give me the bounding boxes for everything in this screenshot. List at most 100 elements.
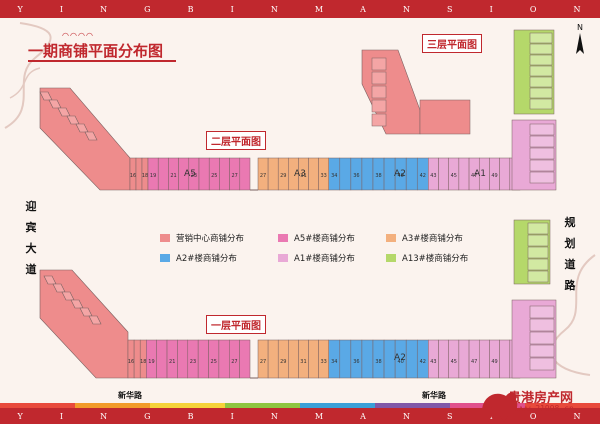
road-char: 迎 <box>25 200 37 213</box>
building-label-a3: A3 <box>294 169 306 179</box>
shop-unit <box>371 85 387 99</box>
shop-number: 27 <box>232 173 238 179</box>
shop-unit <box>529 159 555 172</box>
banner-letter: M <box>314 4 326 14</box>
shop-unit <box>529 357 555 371</box>
shop-unit <box>405 157 418 191</box>
shop-number: 45 <box>451 173 457 179</box>
building-label-a1: A1 <box>474 169 486 179</box>
shop-unit <box>288 339 299 379</box>
sales-center-wing-1f <box>39 269 129 379</box>
shop-unit <box>478 339 490 379</box>
logo-url: www.21998.cn <box>516 404 574 413</box>
building-label-a2: A2 <box>394 169 406 179</box>
legend-label: A5#楼商铺分布 <box>294 234 355 244</box>
banner-letter: Y <box>17 411 25 421</box>
shop-unit <box>157 157 169 191</box>
shop-unit <box>529 305 555 319</box>
shop-number: 42 <box>420 173 426 179</box>
shop-number: 23 <box>191 173 197 179</box>
shop-number: 29 <box>280 173 286 179</box>
shop-number: 40 <box>397 359 403 365</box>
shop-unit <box>197 339 209 379</box>
legend-item: 营销中心商铺分布 <box>160 232 244 244</box>
elephant-logo-icon <box>482 392 518 422</box>
shop-number: 47 <box>471 359 477 365</box>
shop-number: 42 <box>420 359 426 365</box>
shop-unit <box>499 157 511 191</box>
shop-unit <box>458 339 470 379</box>
shop-number: 27 <box>231 359 237 365</box>
legend-label: A2#楼商铺分布 <box>176 254 237 264</box>
shop-unit <box>527 234 549 247</box>
shop-number: 45 <box>451 359 457 365</box>
shop-unit <box>339 157 352 191</box>
shop-unit <box>267 339 279 379</box>
shop-unit <box>529 135 555 148</box>
sales-center-block-3f <box>419 99 471 135</box>
shop-unit <box>529 171 555 184</box>
shop-unit <box>371 99 387 113</box>
banner-letter: N <box>100 4 110 14</box>
shop-unit <box>361 339 374 379</box>
shop-number: 21 <box>170 173 176 179</box>
road-char: 规 <box>564 216 576 229</box>
shop-number: 49 <box>491 173 497 179</box>
shop-number: 19 <box>148 359 154 365</box>
shop-unit <box>529 123 555 136</box>
road-label-bottom-right: 新华路 <box>422 391 446 400</box>
compass-label: N <box>577 23 583 32</box>
shop-number: 31 <box>300 359 306 365</box>
banner-letter: I <box>230 4 236 14</box>
building-label-a2: A2 <box>394 353 406 363</box>
shop-number: 36 <box>353 173 359 179</box>
shop-unit <box>267 157 279 191</box>
banner-letter: S <box>447 4 455 14</box>
banner-letter: G <box>144 411 153 421</box>
banner-letter: I <box>230 411 236 421</box>
legend-swatch <box>278 234 288 242</box>
road-label-left: 迎宾大道 <box>24 196 38 280</box>
shop-number: 16 <box>130 173 136 179</box>
shop-unit <box>177 339 189 379</box>
shop-unit <box>239 157 251 191</box>
legend-swatch <box>278 254 288 262</box>
banner-letter: M <box>314 411 326 421</box>
shop-unit <box>308 339 319 379</box>
shop-unit <box>88 315 102 325</box>
floor-label-first: 一层平面图 <box>206 315 266 334</box>
shop-unit <box>529 331 555 345</box>
legend-label: 营销中心商铺分布 <box>176 234 245 244</box>
shop-unit <box>529 65 553 77</box>
road-char: 路 <box>564 279 576 292</box>
shop-unit <box>371 71 387 85</box>
road-char: 宾 <box>25 221 37 234</box>
shop-unit <box>529 76 553 88</box>
shop-unit <box>527 270 549 283</box>
shop-number: 18 <box>140 359 146 365</box>
shop-number: 33 <box>320 359 326 365</box>
shop-unit <box>156 339 168 379</box>
shop-unit <box>308 157 319 191</box>
legend-item: A13#楼商铺分布 <box>386 252 468 264</box>
road-char: 大 <box>25 242 37 255</box>
shop-number: 38 <box>375 359 381 365</box>
shop-unit <box>529 87 553 99</box>
shop-number: 34 <box>331 173 337 179</box>
shop-unit <box>529 318 555 332</box>
shop-number: 40 <box>397 173 403 179</box>
shop-unit <box>529 344 555 358</box>
shop-unit <box>499 339 511 379</box>
legend-swatch <box>386 254 396 262</box>
shop-number: 21 <box>169 359 175 365</box>
shop-unit <box>219 157 230 191</box>
road-label-bottom-left: 新华路 <box>118 391 142 400</box>
legend-label: A1#楼商铺分布 <box>294 254 355 264</box>
building-label-a5: A5 <box>184 169 196 179</box>
legend-item: A3#楼商铺分布 <box>386 232 463 244</box>
page-title: 一期商铺平面分布图 <box>28 42 164 60</box>
